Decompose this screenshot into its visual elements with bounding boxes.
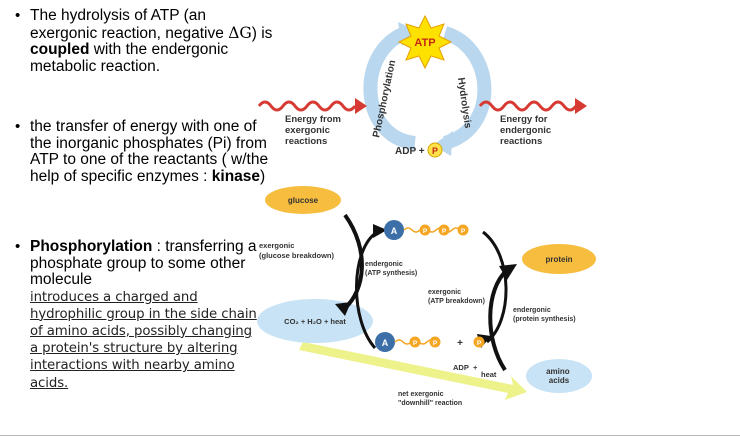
atp-phosphate-1-icon [419,224,431,236]
adp-phosphate-2-label: P [433,340,438,347]
adenosine-circle-icon [384,220,404,240]
endergonic-protein-label: endergonic (protein synthesis) [513,307,576,323]
atp-label: ATP [414,37,435,49]
downhill-arrow [299,342,527,400]
protein-label: protein [545,255,572,264]
atp-cycle-diagram: ATP Phosphorylation Hydrolysis Energy fr… [257,14,587,158]
phosphate-circle-icon [427,142,443,158]
bullet-text: : transferring a phosphate group to some… [30,238,257,288]
bold-coupled: coupled [30,41,90,58]
adp-adenosine-label: A [382,338,389,348]
endergonic-atp-label: endergonic (ATP synthesis) [365,261,417,277]
co2-label: CO₂ + H₂O + heat [284,317,346,326]
right-squiggle-arrowhead [575,98,587,114]
adp-phosphate-1-icon [409,336,421,348]
bullet-phosphorylation: • Phosphorylation : transferring a phosp… [14,238,259,392]
free-phosphate-icon [473,336,485,348]
bullet-dot: • [15,7,21,24]
left-energy-label: Energy from exergonic reactions [285,114,344,147]
adenosine-label: A [391,226,398,236]
bold-kinase: kinase [211,167,261,185]
right-energy-label: Energy for endergonic reactions [500,114,554,147]
adp-label: ADP + [395,146,425,157]
atp-synthesis-arc [355,230,378,349]
glucose-breakdown-arc [343,213,364,310]
delta-g-symbol: ΔG [228,23,252,42]
protein-synthesis-arc [488,268,509,372]
bullet-dot: • [15,118,21,135]
glucose-ellipse [265,186,341,214]
protein-ellipse [522,244,596,274]
coupled-reactions-diagram: glucose CO₂ + H₂O + heat protein amino a… [257,186,596,407]
left-energy-squiggle [257,100,357,112]
bullet-atp-hydrolysis: • The hydrolysis of ATP (an exergonic re… [14,7,275,75]
bullet-text: with the endergonic metabolic reaction. [30,41,229,75]
glucose-label: glucose [288,196,319,205]
atp-tail-squiggle [403,227,461,233]
phosphorylation-arc [363,26,417,150]
atp-star-icon [397,14,453,70]
bullet-phosphorylation-main: • Phosphorylation : transferring a phosp… [14,238,259,289]
atp-breakdown-arc [482,230,508,344]
hydrolysis-label: Hydrolysis [455,77,473,130]
bold-phosphorylation: Phosphorylation [30,238,153,255]
left-squiggle-arrowhead [355,98,367,114]
bullet-text: the transfer of energy with one of the i… [30,118,269,185]
adp-heat-heat: heat [481,370,497,379]
adp-phosphate-2-icon [429,336,441,348]
phosphate-label: P [432,146,438,156]
bullet-energy-transfer: • the transfer of energy with one of the… [14,118,275,185]
adp-adenosine-circle-icon [375,332,395,352]
adp-heat-adp: ADP [453,363,469,372]
adp-phosphate-1-label: P [413,340,418,347]
atp-phosphate-1-label: P [423,228,428,235]
hydrolysis-arrowhead [433,131,453,156]
net-exergonic-label: net exergonic "downhill" reaction [398,391,462,407]
exergonic-glucose-label: exergonic (glucose breakdown) [259,241,335,260]
atp-phosphate-2-icon [438,224,450,236]
plus-sign: + [457,338,463,349]
right-energy-squiggle [478,100,578,112]
bullet-text: ) is [251,24,273,42]
atp-phosphate-2-label: P [442,228,447,235]
free-phosphate-label: P [477,340,482,347]
amino-acids-ellipse [526,359,592,393]
phosphorylation-note: introduces a charged and hydrophilic gro… [30,289,257,391]
bullet-text: The hydrolysis of ATP (an exergonic reac… [30,7,229,42]
adp-heat-plus: + [473,363,478,372]
atp-synthesis-arrowhead [373,224,387,238]
exergonic-atp-label: exergonic (ATP breakdown) [428,289,485,305]
glucose-arc-arrowhead [335,302,351,316]
atp-phosphate-3-icon [457,224,469,236]
amino-acids-label: amino acids [546,367,572,385]
bullet-text: ) [260,167,266,185]
bullet-dot: • [15,238,21,255]
slide-bottom-border [0,435,740,436]
hydrolysis-arc [442,26,492,150]
atp-phosphate-3-label: P [461,228,466,235]
